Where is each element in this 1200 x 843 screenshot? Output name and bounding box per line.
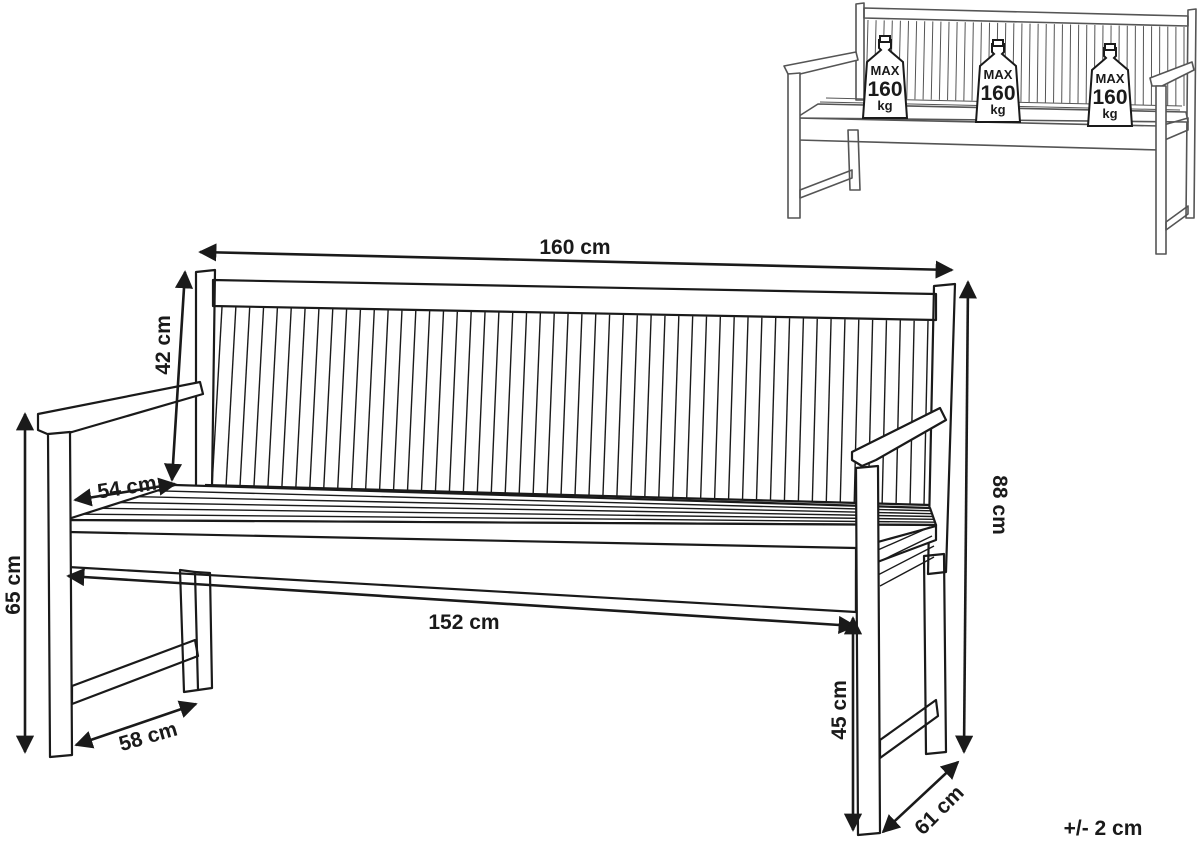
weight-unit: kg	[877, 98, 892, 113]
left-armrest	[36, 380, 205, 438]
seat-height-label: 45 cm	[828, 680, 851, 740]
right-front-leg	[854, 464, 882, 837]
overall-width-label: 160 cm	[539, 236, 610, 259]
overall-height-label: 88 cm	[988, 475, 1011, 535]
seat-width-label: 152 cm	[428, 611, 499, 634]
weight-unit: kg	[990, 102, 1005, 117]
weight-max-label: MAX	[1096, 71, 1125, 86]
seat-slat-lines	[83, 490, 936, 523]
armrest-height-label: 65 cm	[2, 555, 25, 615]
dimension-lines	[15, 243, 977, 834]
backrest-slats	[211, 306, 929, 506]
load-capacity-illustration	[783, 2, 1197, 255]
weight-value: 160	[980, 82, 1015, 105]
left-front-leg	[46, 430, 74, 759]
backrest-top-rail	[211, 278, 938, 322]
weight-value: 160	[867, 78, 902, 101]
weight-max-label: MAX	[871, 63, 900, 78]
right-side-stretcher	[878, 698, 940, 760]
left-side-stretcher	[70, 638, 200, 706]
weight-max-label: MAX	[984, 67, 1013, 82]
tolerance-label: +/- 2 cm	[1064, 817, 1143, 840]
backrest-height-label: 42 cm	[152, 315, 175, 375]
weight-unit: kg	[1102, 106, 1117, 121]
bench-drawing	[36, 268, 957, 837]
weight-value: 160	[1092, 86, 1127, 109]
right-armrest	[850, 406, 948, 468]
overall-depth-label: 61 cm	[910, 781, 968, 839]
right-back-post	[926, 282, 957, 576]
side-depth-label: 58 cm	[116, 717, 180, 756]
